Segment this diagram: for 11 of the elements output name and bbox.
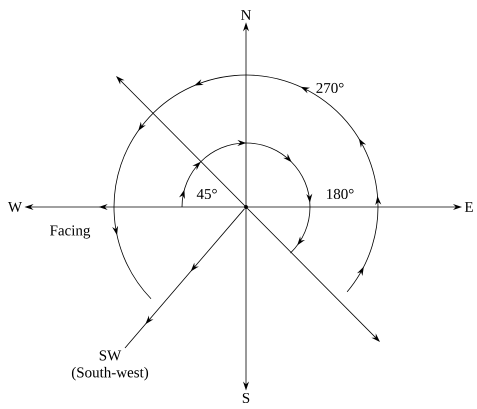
direction-label: SW (South-west) xyxy=(72,350,148,381)
direction-label: S xyxy=(242,392,250,404)
arrow xyxy=(124,208,245,348)
direction-label: W xyxy=(8,202,22,212)
angle-label: 270° xyxy=(316,82,344,94)
center-point xyxy=(244,205,248,209)
text-label: Facing xyxy=(50,225,90,239)
angle-label: 45° xyxy=(196,188,217,200)
angle-label: 180° xyxy=(327,188,354,200)
direction-label: E xyxy=(464,202,473,212)
direction-label: N xyxy=(241,10,252,20)
